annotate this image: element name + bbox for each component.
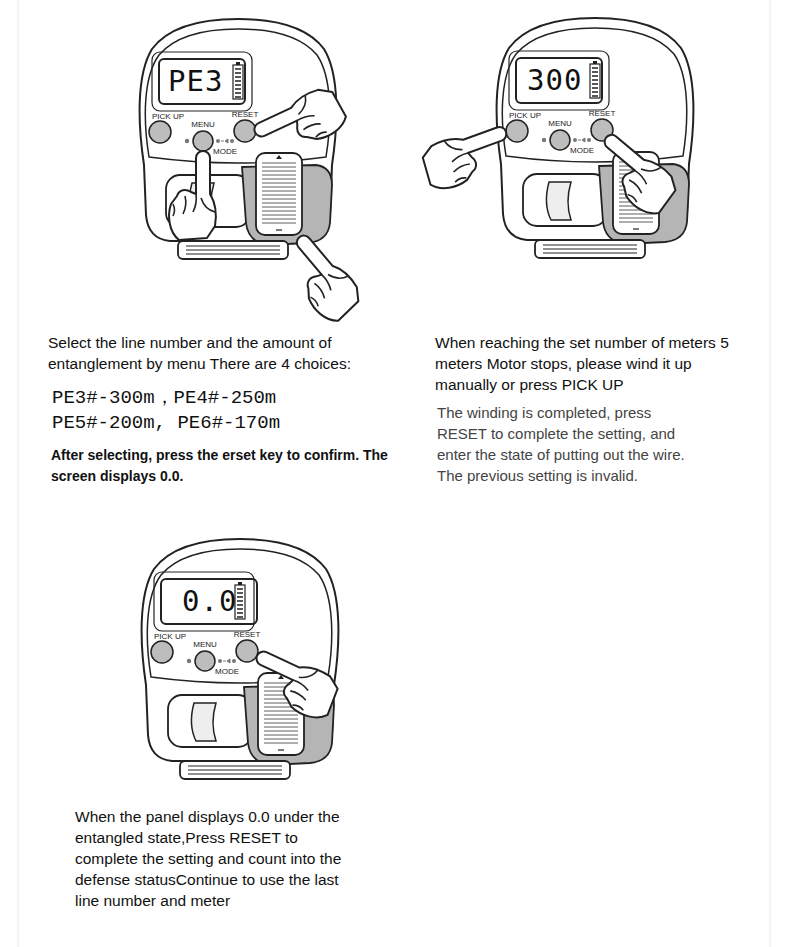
- device-housing: PICK UP MENU RESET MODE 300: [487, 14, 702, 264]
- hand-figure: [273, 229, 366, 327]
- button-label: RESET: [234, 631, 261, 639]
- button-label: PICK UP: [152, 113, 184, 121]
- hand-figure: [243, 644, 343, 724]
- lcd-screen: 0.0: [160, 578, 258, 625]
- hand-figure: [418, 120, 518, 194]
- device-housing: PICK UP MENU RESET MODE PE3: [130, 15, 345, 265]
- instruction-note: Select the line number and the amount of…: [48, 332, 393, 374]
- button-label: MODE: [213, 148, 237, 156]
- button-label: MODE: [215, 668, 239, 676]
- button-label: MODE: [570, 147, 594, 155]
- button-label: MENU: [548, 120, 572, 128]
- instruction-note: When reaching the set number of meters 5…: [435, 332, 735, 395]
- hand-figure: [250, 83, 350, 163]
- device-figure: [140, 19, 337, 259]
- button-label: RESET: [232, 111, 259, 119]
- lcd-screen: PE3: [158, 58, 246, 105]
- device-figure: [142, 539, 339, 779]
- choice-line: PE5#-200m, PE6#-170m: [52, 411, 397, 435]
- lcd-readout: 300: [527, 59, 582, 102]
- lcd-screen: 300: [515, 57, 603, 104]
- hand-figure: [584, 128, 682, 221]
- page-edge-line: [18, 0, 770, 947]
- instruction-note: When the panel displays 0.0 under the en…: [75, 806, 343, 911]
- device-figure: [497, 18, 694, 258]
- instruction-note: The winding is completed, press RESET to…: [437, 402, 687, 486]
- lcd-readout: PE3: [168, 60, 223, 103]
- hand-figure: [169, 151, 216, 240]
- button-label: RESET: [589, 110, 616, 118]
- button-label: MENU: [193, 641, 217, 649]
- instruction-note: After selecting, press the erset key to …: [51, 445, 431, 487]
- button-label: PICK UP: [154, 633, 186, 641]
- button-label: PICK UP: [509, 112, 541, 120]
- device-housing: PICK UP MENU RESET MODE 0.0: [132, 535, 347, 785]
- choice-line: PE3#-300m，PE4#-250m: [52, 386, 397, 410]
- lcd-readout: 0.0: [182, 580, 237, 623]
- button-label: MENU: [191, 121, 215, 129]
